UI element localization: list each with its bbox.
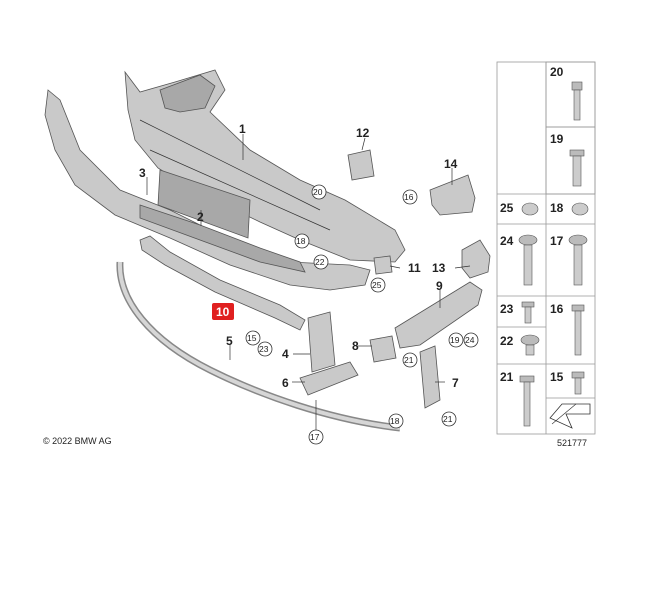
callout-4: 4	[282, 347, 289, 361]
bolt-15-icon	[571, 371, 585, 395]
bracket-part-13	[461, 239, 491, 279]
callout-12: 12	[356, 126, 370, 140]
callout-21-mid: 21	[404, 355, 414, 365]
panel-label-15: 15	[550, 370, 564, 384]
clamp-part-8	[369, 335, 397, 363]
bracket-part-7	[419, 345, 441, 409]
clip-part-11	[373, 255, 393, 275]
callout-3: 3	[139, 166, 146, 180]
highlighted-callout-box	[212, 303, 234, 320]
callout-8: 8	[352, 339, 359, 353]
holder-part-6	[299, 361, 359, 396]
reference-number: 521777	[557, 438, 587, 448]
callout-6: 6	[282, 376, 289, 390]
bolt-21-icon	[519, 375, 535, 427]
callout-11: 11	[408, 261, 421, 275]
callout-13: 13	[432, 261, 446, 275]
strip-part-2	[157, 169, 251, 239]
callout-1: 1	[239, 122, 246, 136]
callout-14: 14	[444, 157, 458, 171]
nut-22-icon	[520, 334, 540, 356]
impact-absorber-part-3	[44, 89, 371, 291]
panel-label-25: 25	[500, 201, 514, 215]
bolt-19-icon	[569, 149, 585, 187]
bracket-part-4	[307, 311, 336, 373]
callout-22: 22	[315, 257, 325, 267]
nut-25-icon	[521, 202, 539, 216]
panel-label-20: 20	[550, 65, 564, 79]
callout-7: 7	[452, 376, 459, 390]
callout-20: 20	[313, 187, 323, 197]
callout-9: 9	[436, 279, 443, 293]
stud-24-icon	[518, 234, 538, 286]
direction-arrow-icon	[549, 403, 591, 429]
callout-18-top: 18	[296, 236, 306, 246]
panel-label-19: 19	[550, 132, 564, 146]
panel-label-18: 18	[550, 201, 564, 215]
fastener-panel	[496, 61, 596, 435]
callout-5: 5	[226, 334, 233, 348]
bracket-part-9	[394, 281, 483, 349]
lower-strip-part-10	[139, 235, 306, 331]
callout-17: 17	[310, 432, 320, 442]
callout-15: 15	[247, 333, 257, 343]
bumper-carrier-part-1	[124, 69, 406, 263]
callout-16: 16	[404, 192, 414, 202]
bolt-17-icon	[568, 234, 588, 286]
callout-25: 25	[372, 280, 382, 290]
callout-18-bottom: 18	[390, 416, 400, 426]
callout-23: 23	[259, 344, 269, 354]
panel-label-16: 16	[550, 302, 564, 316]
panel-label-22: 22	[500, 334, 514, 348]
callout-19: 19	[450, 335, 460, 345]
copyright-notice: © 2022 BMW AG	[43, 436, 112, 446]
bolt-23-icon	[521, 301, 535, 324]
bracket-part-12	[347, 149, 375, 181]
bracket-part-14	[429, 174, 476, 216]
callout-21-bottom: 21	[443, 414, 453, 424]
callout-2: 2	[197, 210, 204, 224]
panel-label-17: 17	[550, 234, 564, 248]
callout-10: 10	[216, 305, 230, 319]
nut-18-icon	[571, 202, 589, 216]
panel-label-24: 24	[500, 234, 514, 248]
callout-24: 24	[465, 335, 475, 345]
panel-label-23: 23	[500, 302, 514, 316]
bolt-20-icon	[571, 81, 583, 121]
panel-label-21: 21	[500, 370, 514, 384]
bolt-16-icon	[571, 304, 585, 356]
